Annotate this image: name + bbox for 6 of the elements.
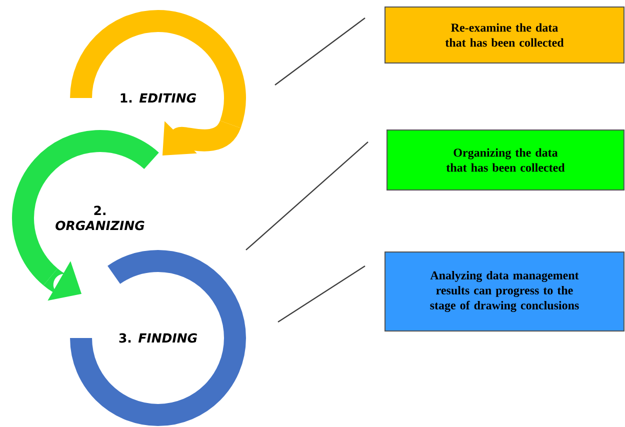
ring: 3. FINDING xyxy=(70,250,246,426)
ring: 1. EDITING xyxy=(70,10,246,128)
text-box: Organizing the data that has been collected xyxy=(386,129,624,190)
ring: 2. ORGANIZING xyxy=(12,130,158,286)
text-box: Re-examine the data that has been collected xyxy=(384,6,624,64)
text-box: Analyzing data management results can progress to the stage of drawing conclusions xyxy=(384,251,624,332)
